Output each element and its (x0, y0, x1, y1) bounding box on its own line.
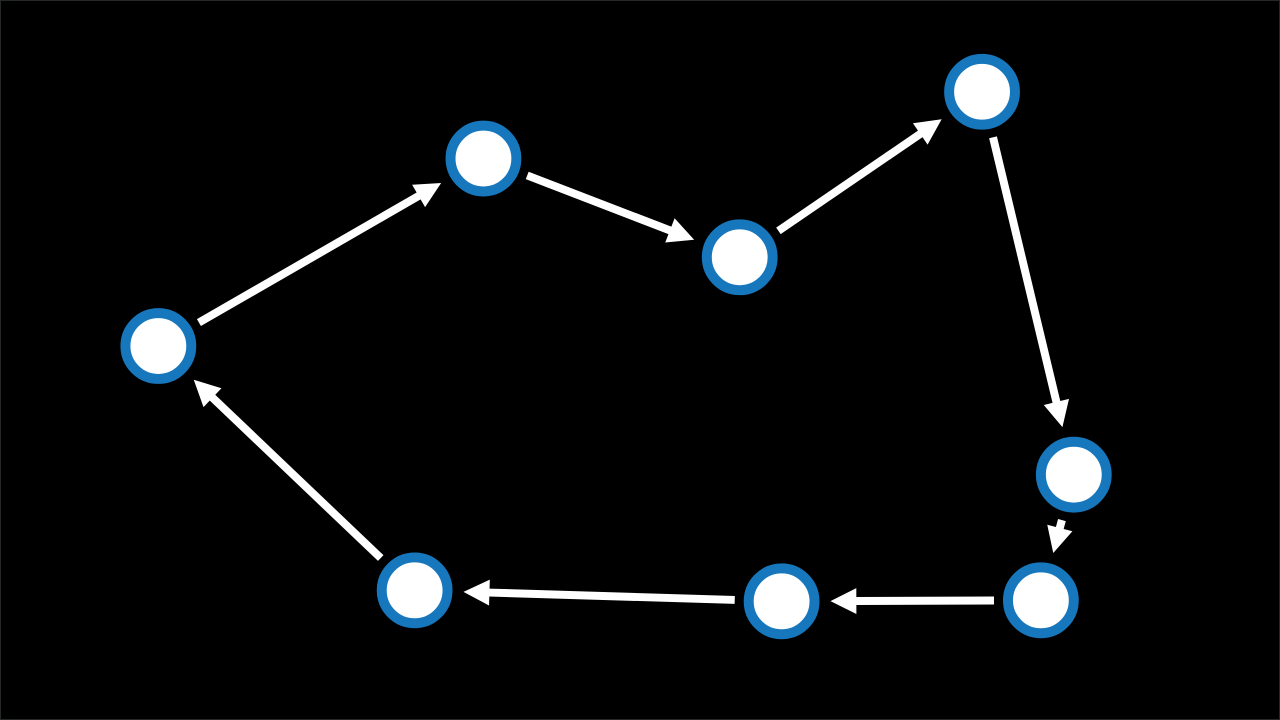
graph-edge-n4-n5[interactable] (989, 136, 1061, 404)
graph-edge-n8-n1[interactable] (209, 394, 384, 561)
graph-node-n3[interactable] (701, 219, 778, 296)
graph-nodes-layer (120, 53, 1112, 640)
graph-edge-arrowhead-n6-n7[interactable] (830, 588, 857, 614)
graph-node-n2[interactable] (445, 120, 522, 197)
graph-edge-arrowhead-n2-n3[interactable] (665, 218, 695, 243)
graph-node-n7[interactable] (743, 563, 820, 640)
graph-node-n4[interactable] (944, 53, 1020, 130)
graph-node-n6[interactable] (1002, 562, 1079, 639)
graph-node-n1[interactable] (120, 308, 197, 384)
graph-edge-arrowhead-n4-n5[interactable] (1043, 398, 1070, 428)
graph-node-n8[interactable] (376, 552, 453, 629)
graph-edge-n2-n3[interactable] (525, 171, 673, 235)
graph-edge-n5-n6[interactable] (1055, 519, 1066, 530)
graph-node-n5[interactable] (1035, 436, 1112, 513)
graph-edge-n3-n4[interactable] (776, 130, 924, 235)
graph-edge-arrowhead-n7-n8[interactable] (463, 579, 490, 606)
graph-edge-n7-n8[interactable] (488, 588, 735, 604)
graph-edges-layer (193, 119, 1073, 614)
graph-edge-n1-n2[interactable] (196, 192, 422, 327)
